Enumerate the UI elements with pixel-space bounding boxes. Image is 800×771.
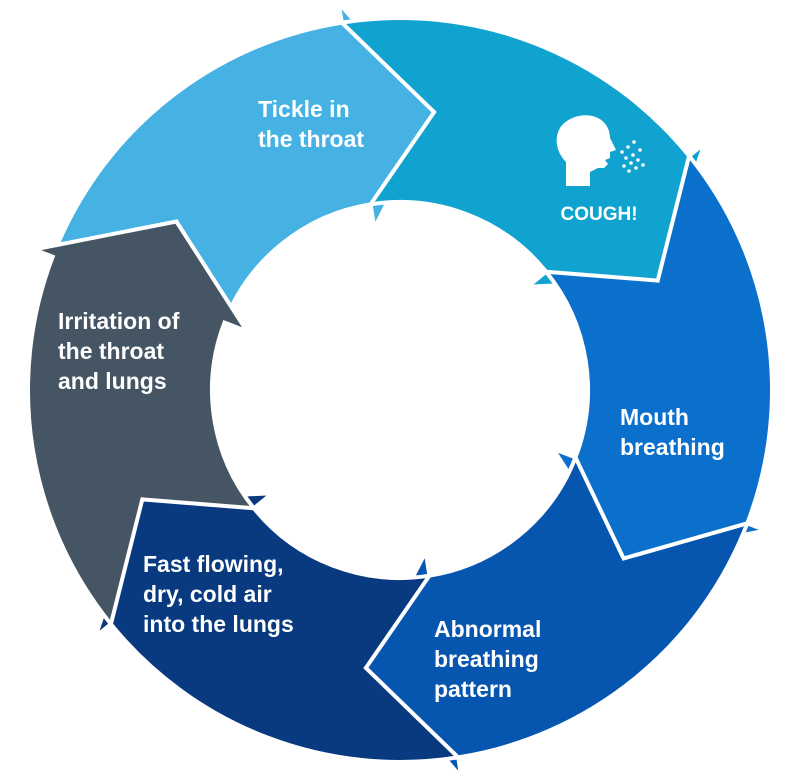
cycle-arrow-tickle <box>49 0 437 328</box>
cycle-segments <box>26 0 774 771</box>
coughing-head-icon <box>556 115 645 186</box>
cycle-arrow-irritation <box>26 219 259 629</box>
cycle-arrow-abnormal <box>363 452 751 771</box>
cycle-arrow-mouth <box>541 151 774 561</box>
cycle-arrow-fast <box>91 490 463 764</box>
cycle-label-cough: COUGH! <box>560 204 637 225</box>
cycle-arrow-cough <box>337 16 709 290</box>
